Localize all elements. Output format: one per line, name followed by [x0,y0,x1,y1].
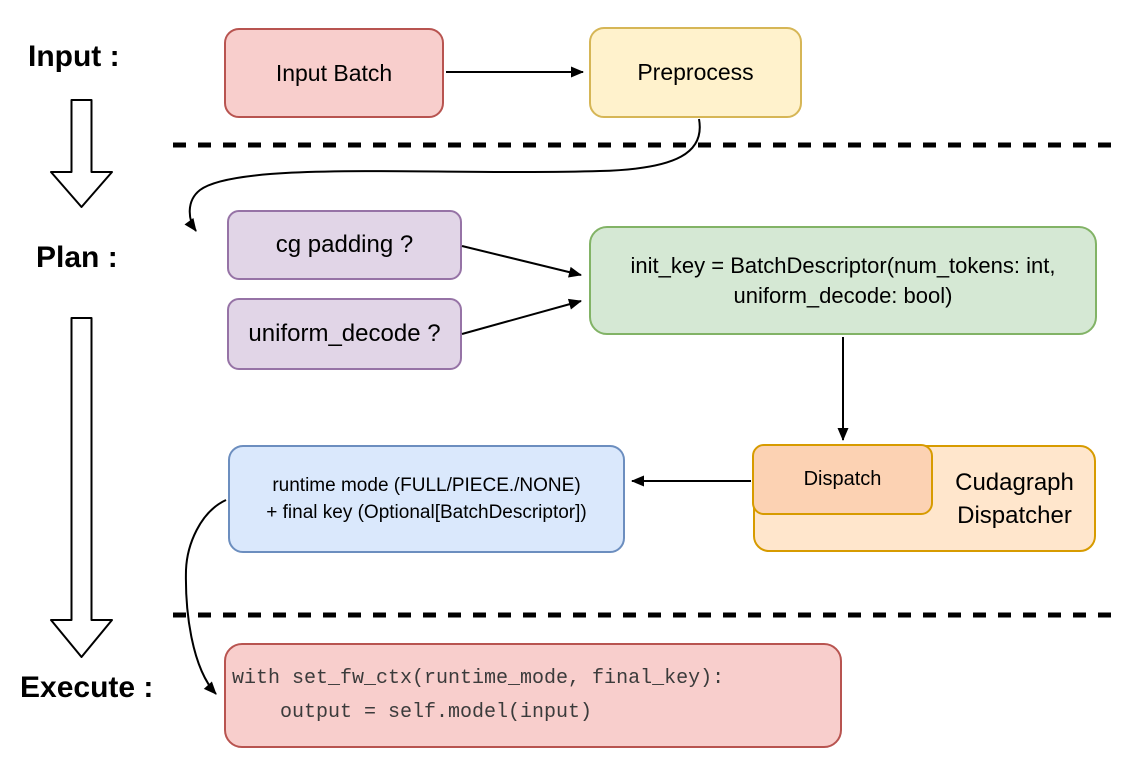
uniform-decode-node: uniform_decode ? [227,298,462,370]
cudagraph-dispatcher-line2: Dispatcher [957,501,1072,529]
runtime-mode-line2: + final key (Optional[BatchDescriptor]) [266,502,587,523]
execute-code-line2: output = self.model(input) [232,700,593,724]
stage-label-execute: Execute : [20,671,154,704]
stage-arrow-plan-to-execute-icon [50,317,113,658]
runtime-mode-node: runtime mode (FULL/PIECE./NONE) + final … [228,445,625,553]
preprocess-node: Preprocess [589,27,802,118]
dispatch-label: Dispatch [803,468,882,490]
init-key-node: init_key = BatchDescriptor(num_tokens: i… [589,226,1097,335]
arrow-uniform-decode-to-init-key [461,298,582,335]
init-key-line1: init_key = BatchDescriptor(num_tokens: i… [630,252,1056,278]
uniform-decode-label: uniform_decode ? [248,320,441,347]
preprocess-label: Preprocess [637,59,754,85]
init-key-line2: uniform_decode: bool) [733,282,953,308]
execute-code-line1: with set_fw_ctx(runtime_mode, final_key)… [232,666,725,690]
arrow-cg-padding-to-init-key [461,245,582,278]
cg-padding-label: cg padding ? [275,231,414,258]
cudagraph-dispatcher-label: Cudagraph Dispatcher [933,447,1096,550]
stage-label-plan: Plan : [36,241,118,274]
arrow-runtime-mode-to-execute-code [184,499,227,695]
cg-padding-node: cg padding ? [227,210,462,280]
input-batch-label: Input Batch [275,59,393,86]
runtime-mode-line1: runtime mode (FULL/PIECE./NONE) [272,475,581,496]
stage-label-input: Input : [28,40,120,73]
cudagraph-dispatcher-line1: Cudagraph [955,468,1074,496]
execute-code-node: with set_fw_ctx(runtime_mode, final_key)… [224,643,842,748]
stage-arrow-input-to-plan-icon [50,99,113,208]
input-batch-node: Input Batch [224,28,444,118]
dispatch-node: Dispatch [752,444,933,515]
